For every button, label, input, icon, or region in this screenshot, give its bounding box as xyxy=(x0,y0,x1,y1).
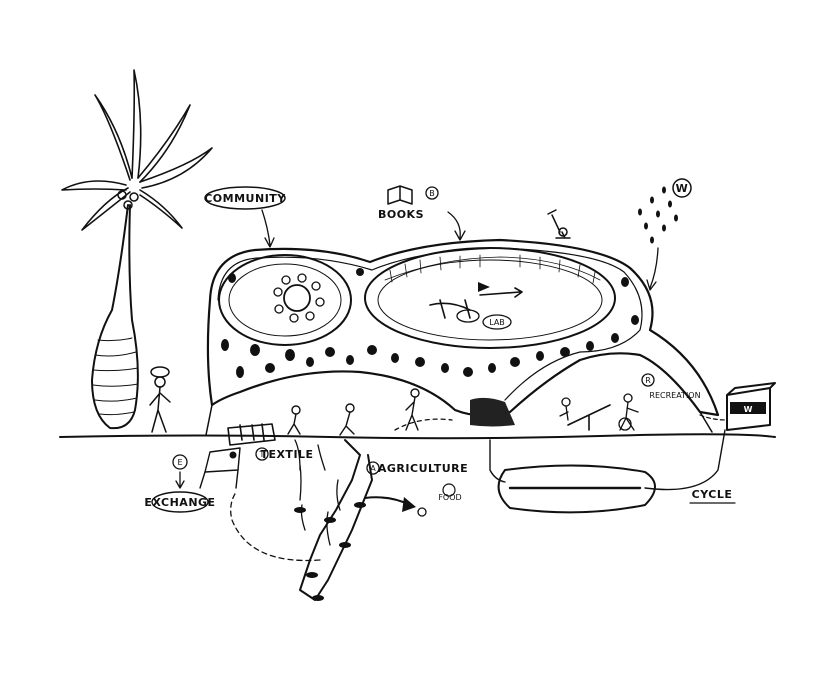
round-table xyxy=(283,284,311,312)
central-support xyxy=(470,397,515,427)
agriculture-label: AGRICULTURE xyxy=(378,462,468,475)
exchange-label-group: E EXCHANGE xyxy=(144,454,215,513)
svg-text:E: E xyxy=(177,458,182,467)
exchange-label: EXCHANGE xyxy=(144,496,215,509)
community-pod xyxy=(218,254,352,346)
palm-tree xyxy=(61,69,213,430)
dashed-flow-arrow-2 xyxy=(394,418,453,431)
dashed-flow-arrow xyxy=(230,491,321,562)
books-label-group: BOOKS B xyxy=(378,185,466,241)
textile-label: TEXTILE xyxy=(260,448,313,461)
textile-stall xyxy=(199,423,276,489)
rain-drops xyxy=(638,186,678,244)
recreation-label: RECREATION xyxy=(649,391,700,400)
recreation-group: R RECREATION xyxy=(559,373,701,431)
vertical-planter xyxy=(294,439,373,601)
cycle-tank xyxy=(489,429,726,514)
community-label: COMMUNITY xyxy=(204,192,286,205)
svg-text:R: R xyxy=(645,376,651,385)
community-label-group: COMMUNITY xyxy=(204,186,286,248)
textile-label-group: T TEXTILE xyxy=(255,447,313,461)
shell-stones xyxy=(221,268,639,378)
ground-line xyxy=(59,433,776,440)
water-tank: W xyxy=(699,382,776,431)
svg-text:W: W xyxy=(744,405,753,414)
agriculture-label-group: A AGRICULTURE FOOD xyxy=(364,461,468,517)
main-building: LAB xyxy=(205,238,720,436)
cycle-label: CYCLE xyxy=(692,488,733,501)
people-walking xyxy=(287,388,420,436)
svg-text:LAB: LAB xyxy=(489,318,505,327)
lab-badge xyxy=(482,314,512,330)
svg-text:B: B xyxy=(429,189,435,198)
svg-text:A: A xyxy=(370,464,376,473)
books-label: BOOKS xyxy=(378,208,424,221)
w-marker: W xyxy=(676,182,689,195)
svg-text:T: T xyxy=(259,450,265,459)
lab-pod xyxy=(364,247,616,349)
microscope-icon xyxy=(547,209,571,239)
food-label: FOOD xyxy=(438,493,461,502)
person-carrying-basket xyxy=(149,366,171,433)
